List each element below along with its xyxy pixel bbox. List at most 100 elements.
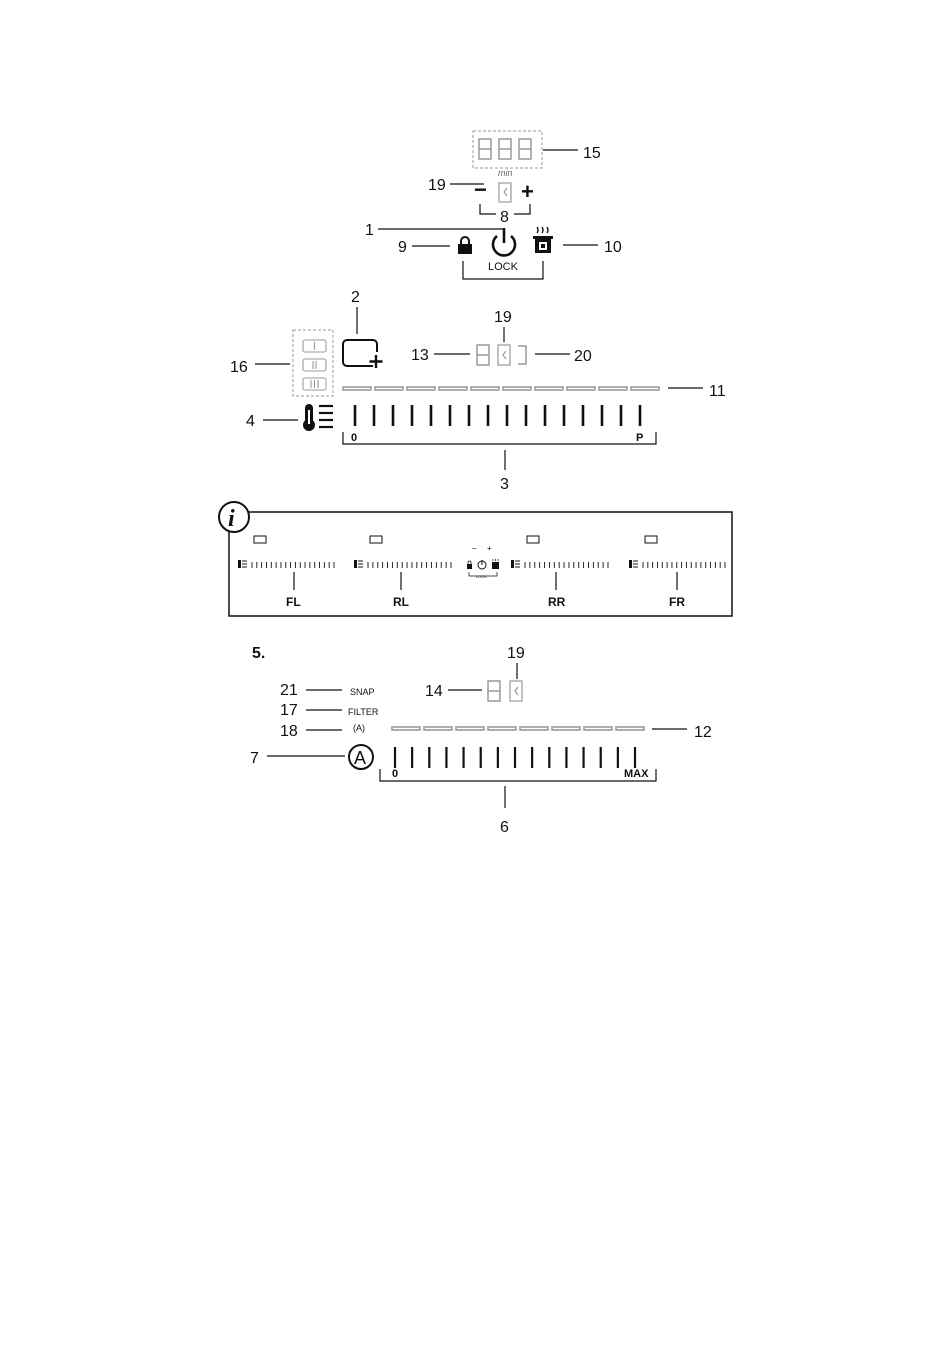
callout-19-top: 19 xyxy=(428,177,446,194)
level-segment xyxy=(471,387,499,390)
callout-9: 9 xyxy=(398,239,407,256)
level-segment xyxy=(343,387,371,390)
mini-lock-label: LOCK xyxy=(476,574,487,579)
preset-2-icon[interactable] xyxy=(303,359,326,371)
info-zone-0: FL xyxy=(238,536,334,609)
level-segment xyxy=(503,387,531,390)
lock-icon[interactable] xyxy=(458,237,472,254)
thermometer-icon[interactable] xyxy=(303,404,333,431)
info-zone-2: RR xyxy=(511,536,608,609)
hood-panel: 5. 19 14 21 SNAP 17 FILTER 18 (A) 12 7 A… xyxy=(250,645,712,836)
auto-mode-icon: A xyxy=(354,748,366,768)
zone-label: RL xyxy=(393,595,409,609)
level-segment xyxy=(456,727,484,730)
callout-17: 17 xyxy=(280,702,298,719)
timer-minus-button[interactable]: − xyxy=(474,177,487,202)
mini-thermometer-icon xyxy=(511,560,514,568)
hood-slider-max-label: MAX xyxy=(624,768,649,780)
level-segment xyxy=(375,387,403,390)
zone-label: FL xyxy=(286,595,301,609)
level-segment xyxy=(439,387,467,390)
slider-min-label: 0 xyxy=(351,432,357,444)
zone-panel: 2 16 19 13 20 xyxy=(230,289,726,493)
power-level-digit xyxy=(477,345,489,365)
level-segment xyxy=(552,727,580,730)
hood-slider-min-label: 0 xyxy=(392,768,398,780)
power-icon[interactable] xyxy=(493,228,515,255)
zone-slider-icon[interactable] xyxy=(498,345,510,365)
level-segment xyxy=(616,727,644,730)
hood-slider-icon[interactable] xyxy=(510,681,522,701)
hood-slider[interactable] xyxy=(395,747,635,768)
level-segment xyxy=(599,387,627,390)
auto-mode-button[interactable]: A xyxy=(349,745,373,769)
info-zones: FL RL RR FR xyxy=(238,536,725,609)
zone-icon xyxy=(370,536,382,543)
level-segment xyxy=(584,727,612,730)
mini-plus: + xyxy=(487,544,492,553)
auto-small-label: (A) xyxy=(353,723,365,733)
info-zone-3: FR xyxy=(629,536,725,609)
callout-10: 10 xyxy=(604,239,622,256)
callout-4: 4 xyxy=(246,413,255,430)
section-number: 5. xyxy=(252,645,265,662)
slider-max-label: P xyxy=(636,432,643,444)
snap-label[interactable]: SNAP xyxy=(350,687,375,697)
callout-3: 3 xyxy=(500,476,509,493)
callout-13: 13 xyxy=(411,347,429,364)
zone-icon xyxy=(645,536,657,543)
info-frame xyxy=(229,512,732,616)
top-panel: min 15 19 − + 8 1 9 xyxy=(365,131,622,279)
callout-8: 8 xyxy=(500,209,509,226)
callout-14: 14 xyxy=(425,683,443,700)
mini-thermometer-icon xyxy=(238,560,241,568)
zone-label: RR xyxy=(548,595,566,609)
level-segment xyxy=(535,387,563,390)
level-segment xyxy=(392,727,420,730)
callout-6: 6 xyxy=(500,819,509,836)
callout-7: 7 xyxy=(250,750,259,767)
mini-pot-icon xyxy=(492,559,499,569)
callout-18: 18 xyxy=(280,723,298,740)
zone-icon xyxy=(527,536,539,543)
pot-boost-icon[interactable] xyxy=(533,227,553,253)
info-zone-1: RL xyxy=(354,536,451,609)
preset-buttons xyxy=(303,340,326,390)
timer-digits xyxy=(479,139,531,159)
add-zone-icon[interactable] xyxy=(343,340,383,368)
timer-unit: min xyxy=(498,168,513,178)
level-segment xyxy=(631,387,659,390)
callout-19-hood: 19 xyxy=(507,645,525,662)
info-panel: i FL RL RR FR − + LOCK xyxy=(219,502,732,616)
callout-21: 21 xyxy=(280,682,298,699)
mini-minus: − xyxy=(472,544,477,553)
mini-lock-icon xyxy=(467,561,472,569)
segment-bar-12 xyxy=(392,727,644,730)
hood-level-digit xyxy=(488,681,500,701)
level-segment xyxy=(488,727,516,730)
mini-thermometer-icon xyxy=(354,560,357,568)
info-icon: i xyxy=(228,506,235,532)
power-slider[interactable] xyxy=(355,405,640,426)
callout-1: 1 xyxy=(365,222,374,239)
callout-12: 12 xyxy=(694,724,712,741)
callout-2: 2 xyxy=(351,289,360,306)
callout-20: 20 xyxy=(574,348,592,365)
timer-indicator-bracket xyxy=(518,346,526,364)
lock-label: LOCK xyxy=(488,261,519,273)
filter-label[interactable]: FILTER xyxy=(348,707,379,717)
mini-thermometer-icon xyxy=(629,560,632,568)
segment-bar-11 xyxy=(343,387,659,390)
level-segment xyxy=(424,727,452,730)
callout-15: 15 xyxy=(583,145,601,162)
mini-center-control: − + LOCK xyxy=(467,544,499,579)
chevron-left-icon xyxy=(504,188,507,196)
chevron-left-icon xyxy=(503,351,506,359)
level-segment xyxy=(520,727,548,730)
chevron-left-icon xyxy=(515,687,518,695)
timer-plus-button[interactable]: + xyxy=(521,179,534,204)
callout-19-zone: 19 xyxy=(494,309,512,326)
level-segment xyxy=(407,387,435,390)
zone-icon xyxy=(254,536,266,543)
